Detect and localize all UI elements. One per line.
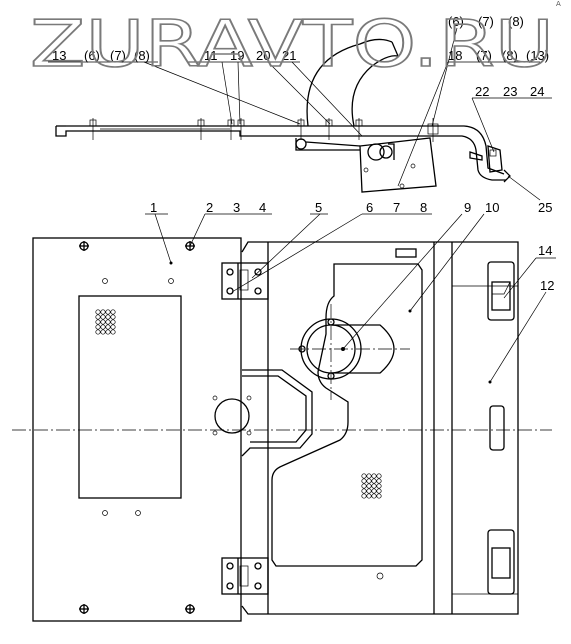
- handle-middle: [489, 405, 505, 451]
- label-8-ref: (8): [134, 48, 150, 63]
- label-23: 23: [503, 84, 517, 99]
- label-8-ref-right: (8): [502, 48, 518, 63]
- label-1: 1: [150, 200, 157, 215]
- vent-grille-right: [361, 473, 382, 499]
- hinge-bottom: [221, 557, 269, 595]
- label-10: 10: [485, 200, 499, 215]
- leader-lines: [48, 27, 556, 383]
- handle-top: [487, 261, 515, 321]
- label-8: 8: [420, 200, 427, 215]
- handle-bottom: [487, 529, 515, 595]
- label-14: 14: [538, 243, 552, 258]
- label-8-ref-top: (8): [508, 14, 524, 29]
- label-4: 4: [259, 200, 266, 215]
- watermark: ZURAVTO.RU: [29, 7, 555, 83]
- label-11: 11: [204, 48, 218, 63]
- front-view: [32, 237, 519, 622]
- label-7-ref-right: (7): [476, 48, 492, 63]
- corner-mark: A: [556, 0, 561, 8]
- label-20: 20: [256, 48, 270, 63]
- label-3: 3: [233, 200, 240, 215]
- label-7-ref-top: (7): [478, 14, 494, 29]
- part-labels: 13 (6) (7) (8) 11 19 20 21 (6) (7) (8) 1…: [52, 14, 554, 293]
- label-5: 5: [315, 200, 322, 215]
- label-24: 24: [530, 84, 544, 99]
- watermark-text: ZURAVTO.RU: [30, 8, 554, 82]
- vent-grille-left: [95, 309, 116, 335]
- center-lines: [12, 304, 552, 431]
- label-7-ref: (7): [110, 48, 126, 63]
- label-19: 19: [230, 48, 244, 63]
- side-view: [55, 38, 511, 193]
- label-6-ref: (6): [84, 48, 100, 63]
- label-2: 2: [206, 200, 213, 215]
- label-21: 21: [282, 48, 296, 63]
- label-18: 18: [448, 48, 462, 63]
- label-25: 25: [538, 200, 552, 215]
- label-6-ref-top: (6): [448, 14, 464, 29]
- label-9: 9: [464, 200, 471, 215]
- label-13: 13: [52, 48, 66, 63]
- hinge-top: [221, 262, 269, 300]
- label-7: 7: [393, 200, 400, 215]
- label-6: 6: [366, 200, 373, 215]
- label-12: 12: [540, 278, 554, 293]
- label-13-ref-right: (13): [526, 48, 549, 63]
- label-22: 22: [475, 84, 489, 99]
